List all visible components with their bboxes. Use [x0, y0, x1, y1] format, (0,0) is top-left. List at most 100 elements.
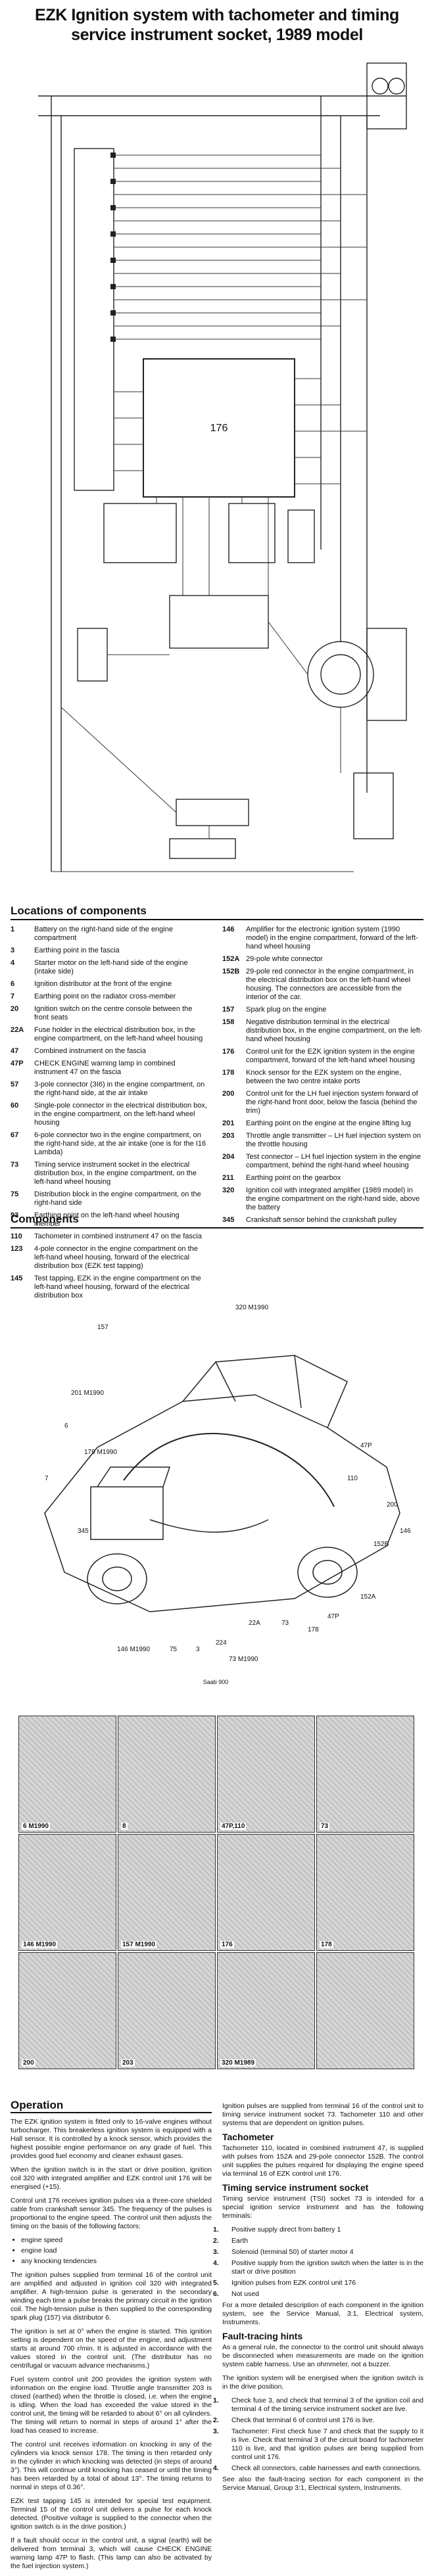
- item-number: 6.: [213, 2290, 219, 2298]
- car-callout-label: 22A: [249, 1620, 260, 1627]
- operation-paragraph: When the ignition switch is in the start…: [11, 2166, 212, 2191]
- location-description: Distribution block in the engine compart…: [34, 1190, 201, 1207]
- operation-paragraph: Fuel system control unit 200 provides th…: [11, 2376, 212, 2435]
- item-number: 2.: [213, 2416, 219, 2424]
- location-id: 110: [11, 1232, 22, 1240]
- location-id: 158: [222, 1018, 235, 1026]
- location-description: Ignition distributor at the front of the…: [34, 980, 172, 988]
- numbered-item: 6.Not used: [213, 2290, 423, 2299]
- item-number: 4.: [213, 2464, 219, 2472]
- locations-left-column: 1 Battery on the right-hand side of the e…: [11, 925, 208, 1304]
- location-id: 200: [222, 1090, 235, 1098]
- location-description: Earthing point on the left-hand wheel ho…: [34, 1211, 180, 1228]
- car-callout-label: 200: [387, 1501, 398, 1509]
- location-id: 60: [11, 1102, 19, 1110]
- component-photo: 157 M1990: [118, 1834, 216, 1951]
- numbered-item: 1.Check fuse 3, and check that terminal …: [213, 2397, 423, 2414]
- item-number: 1.: [213, 2226, 219, 2234]
- location-description: Negative distribution terminal in the el…: [246, 1018, 423, 1043]
- location-id: 7: [11, 993, 15, 1000]
- photo-caption: 8: [121, 1823, 128, 1830]
- location-description: Spark plug on the engine: [246, 1006, 327, 1014]
- fault-tracing-text: As a general rule, the connector to the …: [222, 2343, 423, 2368]
- item-text: Check fuse 3, and check that terminal 3 …: [231, 2397, 423, 2413]
- location-description: Knock sensor for the EZK system on the e…: [246, 1069, 402, 1085]
- location-description: Combined instrument on the fascia: [34, 1047, 146, 1055]
- location-item: 3 Earthing point in the fascia: [11, 947, 208, 955]
- component-photo: [316, 1952, 414, 2069]
- photo-caption: 320 M1989: [220, 2059, 256, 2067]
- location-id: 3: [11, 947, 15, 954]
- item-text: Ignition pulses from EZK control unit 17…: [231, 2279, 356, 2287]
- fault-tracing-note: See also the fault-tracing section for e…: [222, 2475, 423, 2492]
- car-callout-label: 201 M1990: [71, 1390, 104, 1397]
- fault-tracing-text-2: The ignition system will be energised wh…: [222, 2374, 423, 2391]
- location-id: 152B: [222, 968, 240, 975]
- operation-bullet: any knocking tendencies: [21, 2257, 212, 2266]
- item-text: Check all connectors, cable harnesses an…: [231, 2464, 422, 2472]
- location-description: Crankshaft sensor behind the crankshaft …: [246, 1216, 397, 1224]
- location-id: 204: [222, 1153, 235, 1161]
- operation-paragraph: The EZK ignition system is fitted only t…: [11, 2118, 212, 2160]
- photo-caption: 6 M1990: [22, 1823, 50, 1830]
- location-description: 4-pole connector in the engine compartme…: [34, 1245, 198, 1270]
- location-description: Ignition coil with integrated amplifier …: [246, 1186, 420, 1211]
- car-callout-label: 75: [170, 1646, 178, 1653]
- location-description: Tachometer in combined instrument 47 on …: [34, 1232, 202, 1240]
- location-item: 157 Spark plug on the engine: [222, 1006, 423, 1014]
- location-id: 211: [222, 1174, 234, 1182]
- location-id: 57: [11, 1081, 19, 1089]
- operation-bullet: engine load: [21, 2247, 212, 2255]
- page-title: EZK Ignition system with tachometer and …: [16, 5, 418, 45]
- location-description: CHECK ENGINE warning lamp in combined in…: [34, 1060, 176, 1076]
- car-callout-label: 110: [347, 1475, 358, 1482]
- photo-caption: 203: [121, 2059, 135, 2067]
- car-callout-label: 47P: [360, 1442, 372, 1449]
- item-number: 2.: [213, 2237, 219, 2245]
- car-callout-label: 73 M1990: [229, 1656, 258, 1663]
- photo-caption: 47P,110: [220, 1823, 247, 1830]
- item-number: 5.: [213, 2279, 219, 2287]
- location-description: Earthing point in the fascia: [34, 947, 120, 954]
- location-description: Fuse holder in the electrical distributi…: [34, 1026, 203, 1042]
- item-text: Tachometer: First check fuse 7 and check…: [231, 2427, 423, 2461]
- location-id: 123: [11, 1245, 23, 1253]
- location-description: Earthing point on the engine at the engi…: [246, 1119, 411, 1127]
- item-text: Positive supply from the ignition switch…: [231, 2259, 423, 2276]
- timing-socket-heading: Timing service instrument socket: [222, 2182, 369, 2193]
- title-line-2: service instrument socket, 1989 model: [71, 26, 363, 44]
- location-id: 176: [222, 1048, 235, 1056]
- title-line-1: EZK Ignition system with tachometer and …: [35, 6, 399, 24]
- operation-paragraph: Control unit 176 receives ignition pulse…: [11, 2197, 212, 2230]
- car-callout-label: 152B: [374, 1541, 389, 1548]
- item-number: 3.: [213, 2248, 219, 2256]
- location-id: 1: [11, 925, 15, 933]
- location-description: Battery on the right-hand side of the en…: [34, 925, 173, 942]
- location-id: 345: [222, 1216, 235, 1224]
- item-text: Positive supply direct from battery 1: [231, 2226, 341, 2234]
- operation-paragraph: The ignition pulses supplied from termin…: [11, 2271, 212, 2322]
- photo-caption: 157 M1990: [121, 1941, 157, 1948]
- location-id: 157: [222, 1006, 235, 1014]
- operation-heading: Operation: [11, 2099, 64, 2111]
- component-photo: 176: [217, 1834, 315, 1951]
- right-text-column: Ignition pulses are supplied from termin…: [213, 2102, 423, 2498]
- photo-caption: 146 M1990: [22, 1941, 58, 1948]
- locations-heading: Locations of components: [11, 904, 147, 917]
- component-photo: 203: [118, 1952, 216, 2069]
- components-rule: [11, 1227, 423, 1229]
- component-photo: 320 M1989: [217, 1952, 315, 2069]
